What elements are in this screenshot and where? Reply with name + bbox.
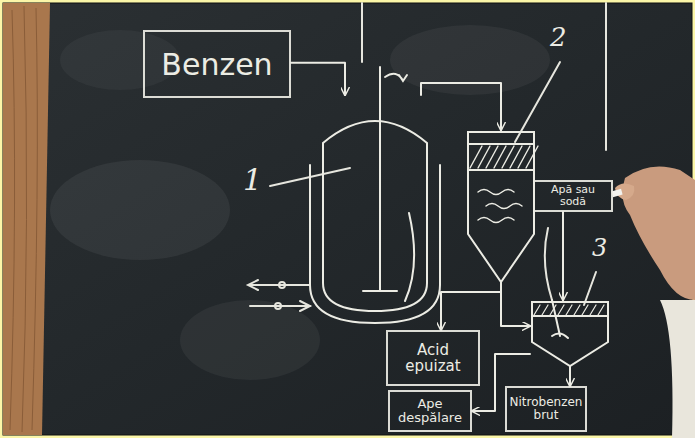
hatch-line <box>534 305 540 315</box>
liquid-waves <box>478 190 522 223</box>
reactor-drawing <box>305 95 445 327</box>
separator-drawing <box>466 130 536 282</box>
box-label: Nitrobenzen brut <box>509 396 583 422</box>
box-label: Apă sau sodă <box>537 184 609 208</box>
flow-line <box>562 212 564 300</box>
flow-line <box>501 282 530 326</box>
chalk-smudges <box>50 25 550 380</box>
stream-box: Apă sau sodă <box>533 180 613 212</box>
separator-outline <box>468 132 538 282</box>
phase-line <box>468 143 534 145</box>
hatch-line <box>558 305 564 315</box>
washer-vessel <box>532 302 608 366</box>
hatch-line <box>598 305 604 315</box>
washer-vessel: 3 <box>530 300 610 366</box>
teacher-hand <box>611 166 695 438</box>
chalk-lines <box>248 3 606 311</box>
stirrer-shaft <box>552 300 560 336</box>
washer-outline <box>532 300 608 366</box>
flow-line <box>441 282 501 330</box>
washer-drawing <box>530 300 610 366</box>
box-label: Acid epuizat <box>402 342 464 375</box>
hatch-line <box>590 305 596 315</box>
hatch-line <box>582 305 588 315</box>
reactor-outline <box>310 67 440 323</box>
separator-vessel <box>468 132 534 282</box>
board-seam <box>361 3 363 62</box>
reactor-vessel <box>323 121 427 311</box>
wooden-edge <box>3 3 50 435</box>
flow-line <box>421 83 501 130</box>
wave-line <box>486 204 522 209</box>
rotation-arrow <box>385 74 407 81</box>
box-label: Ape despălare <box>394 397 466 426</box>
valve-symbol <box>279 282 285 288</box>
stream-box: Benzen <box>143 30 291 98</box>
flow-line <box>291 63 345 95</box>
stream-box: Nitrobenzen brut <box>505 386 587 432</box>
hatching <box>470 146 538 168</box>
stream-box: Acid epuizat <box>386 330 480 386</box>
valve-symbol <box>275 303 281 309</box>
stream-box: Ape despălare <box>388 390 472 432</box>
arrow-head <box>248 280 258 290</box>
wood-grain <box>10 6 37 432</box>
flow-line <box>569 366 571 386</box>
stirrer-blade <box>363 290 397 292</box>
hatching <box>534 305 604 315</box>
stirrer-line <box>545 228 552 300</box>
hatch-line <box>542 305 548 315</box>
hatch-line <box>574 305 580 315</box>
board <box>3 3 692 435</box>
separator-vessel: 2 <box>466 130 536 282</box>
flow-line <box>472 354 530 411</box>
box-label: Benzen <box>161 48 272 81</box>
callout-number: 2 <box>550 24 567 50</box>
callout-number: 3 <box>592 236 607 260</box>
leader-line <box>515 62 560 142</box>
stirrer-blade <box>552 333 568 338</box>
board-frame-line <box>605 3 607 150</box>
baffle-coil <box>405 213 414 301</box>
wave-line <box>478 218 514 223</box>
wave-line <box>478 190 514 195</box>
hatch-line <box>566 305 572 315</box>
phase-line <box>468 169 534 171</box>
stirrer-shaft <box>379 67 381 291</box>
phase-line <box>532 315 608 317</box>
arrow-head <box>300 301 310 311</box>
reactor-vessel: 1 <box>305 95 445 327</box>
leader-line <box>584 272 596 305</box>
callout-number: 1 <box>243 165 262 195</box>
hatch-line <box>526 146 538 168</box>
